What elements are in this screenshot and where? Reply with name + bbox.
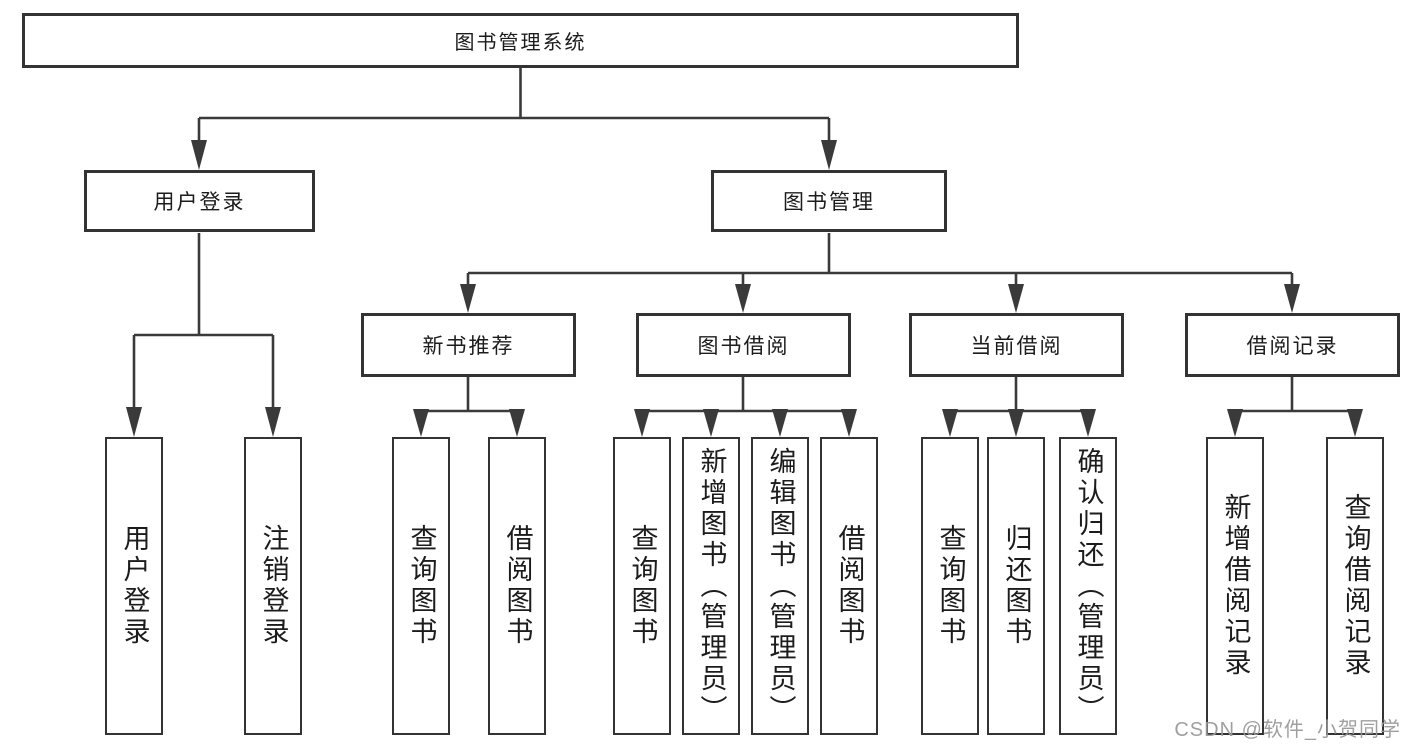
connector-user-login-to-leaves xyxy=(126,233,281,437)
leaf-logout: 注销登录 xyxy=(244,437,302,735)
arrowhead-down-icon xyxy=(821,140,837,170)
arrowhead-down-icon xyxy=(460,284,476,313)
arrowhead-down-icon xyxy=(509,409,525,437)
arrowhead-down-icon xyxy=(735,284,751,313)
node-new-book-recommendation: 新书推荐 xyxy=(361,313,576,377)
leaf-recommend-borrow-books: 借阅图书 xyxy=(488,437,546,735)
arrowhead-down-icon xyxy=(191,140,207,170)
arrowhead-down-icon xyxy=(1008,284,1024,313)
leaf-borrow-query-books: 查询图书 xyxy=(613,437,671,735)
node-user-login: 用户登录 xyxy=(84,170,315,232)
arrowhead-down-icon xyxy=(1080,409,1096,437)
arrowhead-down-icon xyxy=(772,409,788,437)
leaf-records-query-record: 查询借阅记录 xyxy=(1326,437,1384,735)
arrowhead-down-icon xyxy=(841,409,857,437)
node-book-management: 图书管理 xyxy=(711,170,947,232)
node-current-borrowing: 当前借阅 xyxy=(909,313,1124,377)
leaf-current-return-books: 归还图书 xyxy=(987,437,1045,735)
leaf-user-login: 用户登录 xyxy=(105,437,163,735)
leaf-current-query-books: 查询图书 xyxy=(921,437,979,735)
node-library-management-system: 图书管理系统 xyxy=(22,13,1019,68)
leaf-borrow-add-books-admin: 新增图书（管理员） xyxy=(682,437,740,735)
arrowhead-down-icon xyxy=(1008,409,1024,437)
leaf-borrow-edit-books-admin: 编辑图书（管理员） xyxy=(751,437,809,735)
arrowhead-down-icon xyxy=(1347,409,1363,437)
arrowhead-down-icon xyxy=(1284,284,1300,313)
arrowhead-down-icon xyxy=(126,407,142,437)
csdn-watermark: CSDN @软件_小贺同学 xyxy=(1174,719,1401,741)
arrowhead-down-icon xyxy=(634,409,650,437)
node-book-borrowing: 图书借阅 xyxy=(636,313,851,377)
arrowhead-down-icon xyxy=(703,409,719,437)
arrowhead-down-icon xyxy=(265,407,281,437)
leaf-current-confirm-return-admin: 确认归还（管理员） xyxy=(1059,437,1117,735)
node-borrowing-records: 借阅记录 xyxy=(1185,313,1400,377)
arrowhead-down-icon xyxy=(1227,409,1243,437)
leaf-recommend-query-books: 查询图书 xyxy=(392,437,450,735)
arrowhead-down-icon xyxy=(942,409,958,437)
connector-book-management-to-level3 xyxy=(460,233,1300,313)
connector-recommendation-to-leaves xyxy=(413,377,525,437)
connector-records-to-leaves xyxy=(1227,377,1363,437)
leaf-borrow-borrow-books: 借阅图书 xyxy=(820,437,878,735)
connector-current-to-leaves xyxy=(942,377,1096,437)
leaf-records-add-record: 新增借阅记录 xyxy=(1206,437,1264,735)
connector-borrowing-to-leaves xyxy=(634,377,857,437)
connector-root-to-level2 xyxy=(191,68,837,170)
arrowhead-down-icon xyxy=(413,409,429,437)
